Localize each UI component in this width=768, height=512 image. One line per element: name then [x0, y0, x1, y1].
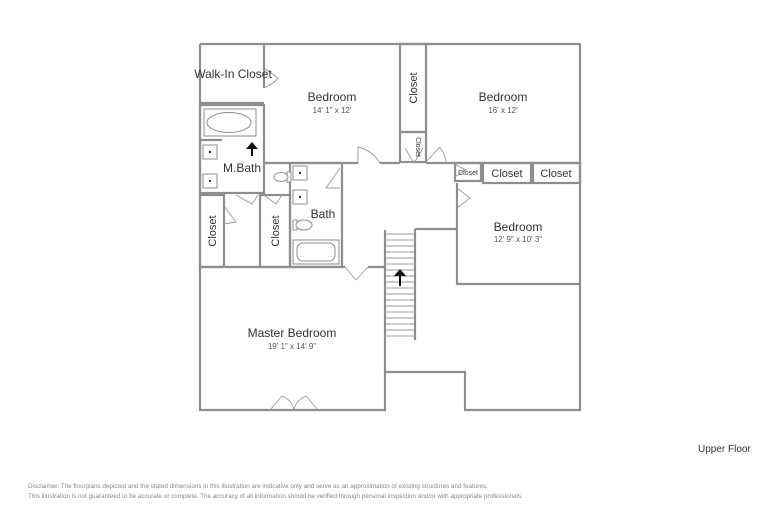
- master-bedroom-name: Master Bedroom: [248, 326, 337, 340]
- closet-label-row-2: Closet: [540, 168, 571, 180]
- master-bedroom-dims: 19' 1" x 14' 9": [268, 342, 316, 351]
- closet-label-left: Closet: [207, 215, 219, 246]
- bathtub-master-icon: [203, 108, 257, 137]
- door-swings: [223, 67, 471, 411]
- bedroom-e-dims: 12' 9" x 10' 3": [494, 235, 542, 244]
- toilet-master-icon: [273, 171, 292, 183]
- closet-label-row-1: Closet: [491, 168, 522, 180]
- sink-master-2-icon: [202, 173, 218, 189]
- disclaimer-line-2: This illustration is not guaranteed to b…: [28, 493, 523, 500]
- walk-in-closet-label: Walk-In Closet: [194, 67, 272, 81]
- closet-label-small-vertical: Closet: [414, 137, 421, 157]
- toilet-bath-icon: [292, 219, 313, 231]
- closet-label-small-horizontal: Closet: [458, 170, 478, 177]
- bathtub-bath-icon: [292, 239, 340, 265]
- sink-bath-2-icon: [292, 189, 308, 205]
- bath-label: Bath: [311, 207, 336, 221]
- stairs-up-arrow-icon: [394, 269, 406, 286]
- sink-master-1-icon: [202, 144, 218, 160]
- bedroom-e-name: Bedroom: [494, 220, 543, 234]
- bedroom-ne-name: Bedroom: [479, 90, 528, 104]
- sink-bath-1-icon: [292, 165, 308, 181]
- master-bath-label: M.Bath: [223, 161, 261, 175]
- interior-walls: [198, 42, 582, 372]
- disclaimer-line-1: Disclaimer: The floorplans depicted and …: [28, 483, 488, 490]
- bedroom-nw-name: Bedroom: [308, 90, 357, 104]
- bedroom-ne-dims: 16' x 12': [488, 106, 518, 115]
- closet-label-middle: Closet: [270, 215, 282, 246]
- closet-label-between-bedrooms: Closet: [408, 72, 420, 103]
- bath-up-arrow-icon: [246, 142, 258, 156]
- bedroom-nw-dims: 14' 1" x 12': [313, 106, 352, 115]
- floor-label: Upper Floor: [698, 444, 751, 455]
